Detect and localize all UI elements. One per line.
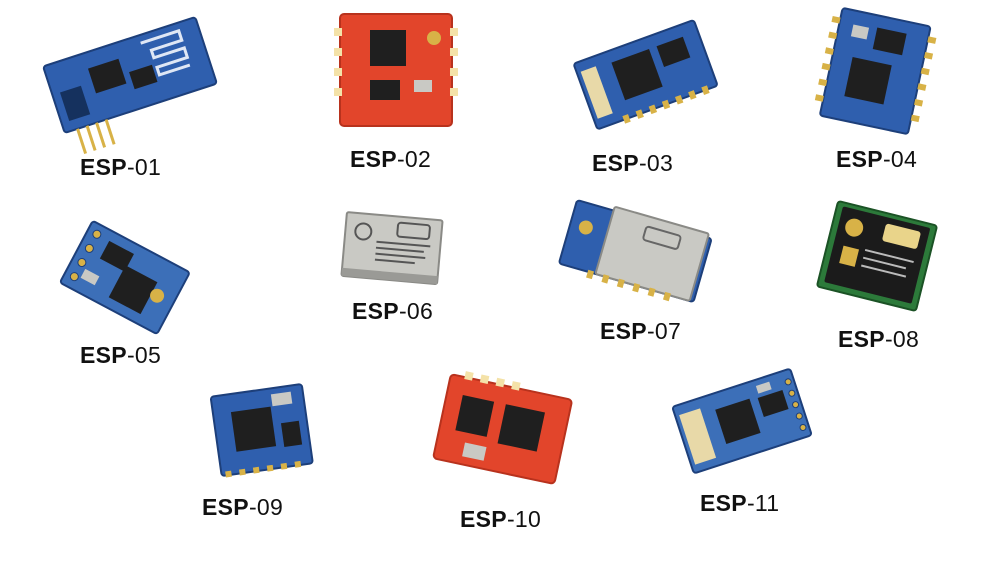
esp-01-label: ESP-01 bbox=[80, 154, 162, 180]
esp-05-module bbox=[48, 220, 198, 340]
esp-06-module bbox=[336, 206, 446, 290]
esp-09-board-image bbox=[209, 383, 314, 478]
esp-09-label: ESP-09 bbox=[202, 494, 284, 520]
esp-02-board-image bbox=[334, 13, 458, 127]
esp-06-board-image bbox=[340, 211, 444, 285]
esp-01-board-image bbox=[42, 16, 218, 155]
esp-05-board-image bbox=[59, 220, 190, 335]
esp-06-label: ESP-06 bbox=[352, 298, 434, 324]
esp-10-board-image bbox=[432, 371, 573, 485]
esp-03-label: ESP-03 bbox=[592, 150, 674, 176]
esp-04-label: ESP-04 bbox=[836, 146, 918, 172]
esp-03-module bbox=[570, 12, 720, 140]
esp-04-module bbox=[810, 6, 940, 138]
esp-10-module bbox=[428, 370, 576, 494]
esp-09-module bbox=[206, 380, 318, 484]
esp-11-label: ESP-11 bbox=[700, 490, 780, 516]
esp-04-board-image bbox=[814, 7, 937, 135]
esp-02-module bbox=[330, 8, 460, 138]
esp-08-module bbox=[812, 198, 942, 314]
esp-11-module bbox=[670, 362, 814, 480]
esp-02-label: ESP-02 bbox=[350, 146, 432, 172]
esp-01-module bbox=[40, 10, 220, 155]
esp-11-board-image bbox=[671, 368, 813, 474]
esp-03-board-image bbox=[573, 19, 718, 130]
esp-05-label: ESP-05 bbox=[80, 342, 162, 368]
esp-08-board-image bbox=[816, 200, 938, 312]
esp-07-board-image bbox=[558, 199, 712, 303]
esp-07-label: ESP-07 bbox=[600, 318, 682, 344]
esp-07-module bbox=[555, 196, 715, 308]
esp-10-label: ESP-10 bbox=[460, 506, 542, 532]
esp-08-label: ESP-08 bbox=[838, 326, 920, 352]
